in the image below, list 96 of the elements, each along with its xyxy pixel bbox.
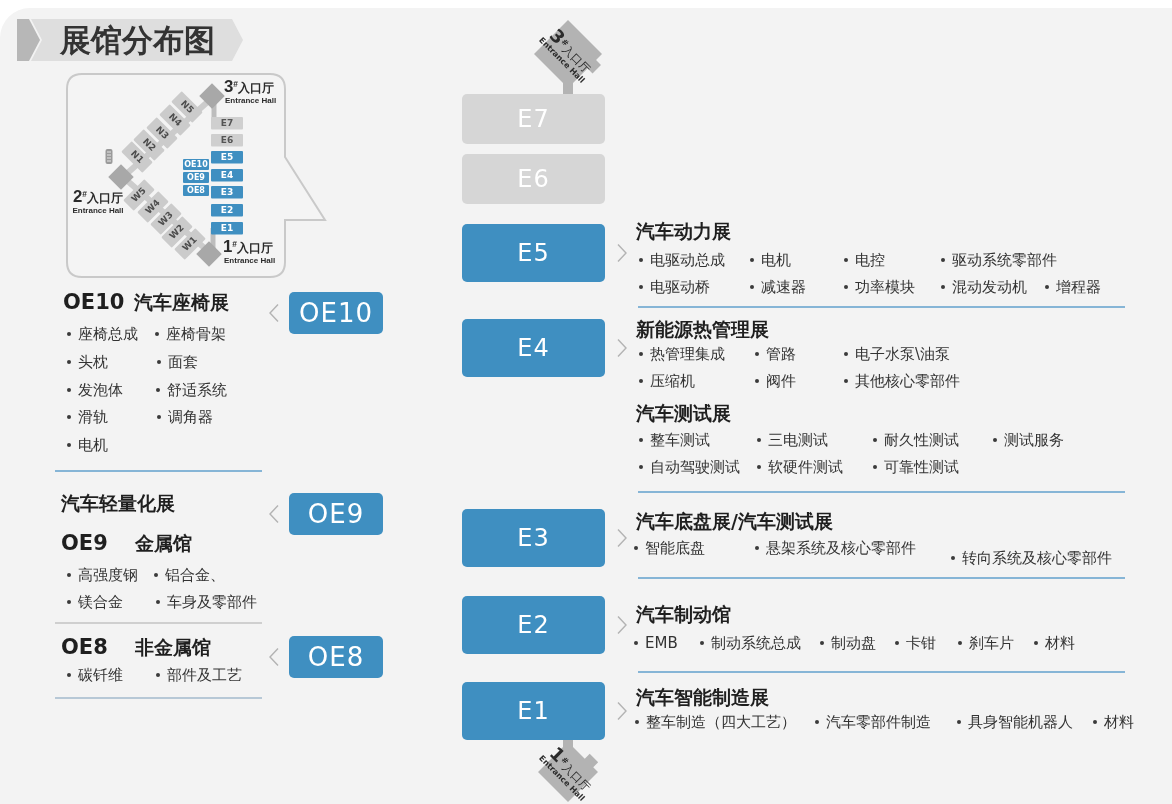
list-item: 电机 [78, 435, 108, 455]
list-item: 座椅总成 [78, 324, 138, 344]
list-item: 耐久性测试 [884, 430, 959, 450]
chevron-arrow [269, 504, 279, 524]
chevron-arrow [269, 647, 279, 667]
chevron-arrow [617, 701, 627, 721]
hall-box: E2 [462, 596, 605, 654]
list-item: 面套 [168, 352, 198, 372]
map-label: 3$^{#}$入口厅 [224, 78, 274, 96]
list-item: 混动发动机 [952, 277, 1027, 297]
hall-box: E4 [462, 319, 605, 377]
list-item: 整车制造（四大工艺） [646, 712, 796, 732]
map-label: OE8 [187, 186, 205, 195]
chevron-arrow [617, 338, 627, 358]
list-item: 制动系统总成 [711, 633, 801, 653]
hall-box: OE8 [289, 636, 383, 678]
map-label: E2 [220, 205, 234, 215]
list-item: 调角器 [168, 407, 213, 427]
section-heading: 汽车轻量化展 [61, 490, 175, 516]
list-item: 阀件 [766, 371, 796, 391]
hall-box: E1 [462, 682, 605, 740]
title-banner: 展馆分布图 [17, 19, 243, 61]
chevron-arrow [617, 243, 627, 263]
section-heading: 汽车制动馆 [636, 601, 731, 627]
map-label: E7 [220, 118, 234, 128]
map-label: E6 [220, 135, 234, 145]
list-item: 转向系统及核心零部件 [962, 548, 1112, 568]
section-heading: 汽车座椅展 [134, 289, 229, 315]
list-item: 座椅骨架 [166, 324, 226, 344]
chevron-arrow [269, 303, 279, 323]
list-item: 减速器 [761, 277, 806, 297]
list-item: 电控 [855, 250, 885, 270]
list-item: 高强度钢 [78, 565, 138, 585]
list-item: 滑轨 [78, 407, 108, 427]
map-label: Entrance Hall [225, 97, 277, 105]
list-item: 电子水泵\油泵 [855, 344, 951, 364]
list-item: 镁合金 [78, 592, 123, 612]
list-item: 可靠性测试 [884, 457, 959, 477]
map-label: E3 [220, 187, 234, 197]
list-item: 刹车片 [969, 633, 1014, 653]
map-label: E4 [220, 170, 234, 180]
list-item: 具身智能机器人 [968, 712, 1073, 732]
list-item: 其他核心零部件 [855, 371, 960, 391]
list-item: 材料 [1045, 633, 1075, 653]
chevron-arrow [617, 528, 627, 548]
list-item: 舒适系统 [167, 380, 227, 400]
section-heading: 金属馆 [135, 530, 192, 556]
list-item: 自动驾驶测试 [650, 457, 740, 477]
hall-box: E3 [462, 509, 605, 567]
list-item: 电驱动桥 [650, 277, 710, 297]
list-item: 头枕 [78, 352, 108, 372]
list-item: 电机 [761, 250, 791, 270]
list-item: EMB [645, 633, 678, 653]
list-item: 驱动系统零部件 [952, 250, 1057, 270]
list-item: 部件及工艺 [167, 665, 242, 685]
hall-code: OE8 [61, 633, 108, 661]
list-item: 测试服务 [1004, 430, 1064, 450]
list-item: 整车测试 [650, 430, 710, 450]
map-label: E1 [220, 223, 234, 233]
section-heading: 汽车智能制造展 [636, 684, 769, 710]
section-heading: 非金属馆 [135, 634, 211, 660]
hall-code: OE10 [63, 288, 125, 316]
list-item: 悬架系统及核心零部件 [766, 538, 916, 558]
list-item: 碳钎维 [78, 665, 123, 685]
section-heading: 汽车动力展 [636, 218, 731, 244]
chevron-arrow [617, 615, 627, 635]
hall-code: OE9 [61, 529, 108, 557]
map-label: E5 [220, 152, 234, 162]
list-item: 热管理集成 [650, 344, 725, 364]
map-label: 1$^{#}$入口厅 [223, 238, 273, 256]
list-item: 智能底盘 [645, 538, 705, 558]
list-item: 铝合金、 [165, 565, 225, 585]
list-item: 车身及零部件 [167, 592, 257, 612]
hall-box: E5 [462, 224, 605, 282]
list-item: 制动盘 [831, 633, 876, 653]
list-item: 软硬件测试 [768, 457, 843, 477]
map-label: Entrance Hall [72, 207, 124, 215]
map-label: 2$^{#}$入口厅 [73, 188, 123, 206]
section-heading: 汽车测试展 [636, 400, 731, 426]
map-label: Entrance Hall [224, 257, 276, 265]
hall-box: OE10 [289, 292, 383, 334]
map-label: OE9 [187, 173, 205, 182]
list-item: 增程器 [1056, 277, 1101, 297]
hall-box: OE9 [289, 493, 383, 535]
list-item: 发泡体 [78, 380, 123, 400]
list-item: 管路 [766, 344, 796, 364]
list-item: 功率模块 [855, 277, 915, 297]
list-item: 卡钳 [906, 633, 936, 653]
list-item: 电驱动总成 [650, 250, 725, 270]
list-item: 压缩机 [650, 371, 695, 391]
list-item: 材料 [1104, 712, 1134, 732]
section-heading: 新能源热管理展 [636, 316, 769, 342]
list-item: 三电测试 [768, 430, 828, 450]
map-label: OE10 [184, 160, 208, 169]
section-heading: 汽车底盘展/汽车测试展 [636, 508, 833, 534]
list-item: 汽车零部件制造 [826, 712, 931, 732]
